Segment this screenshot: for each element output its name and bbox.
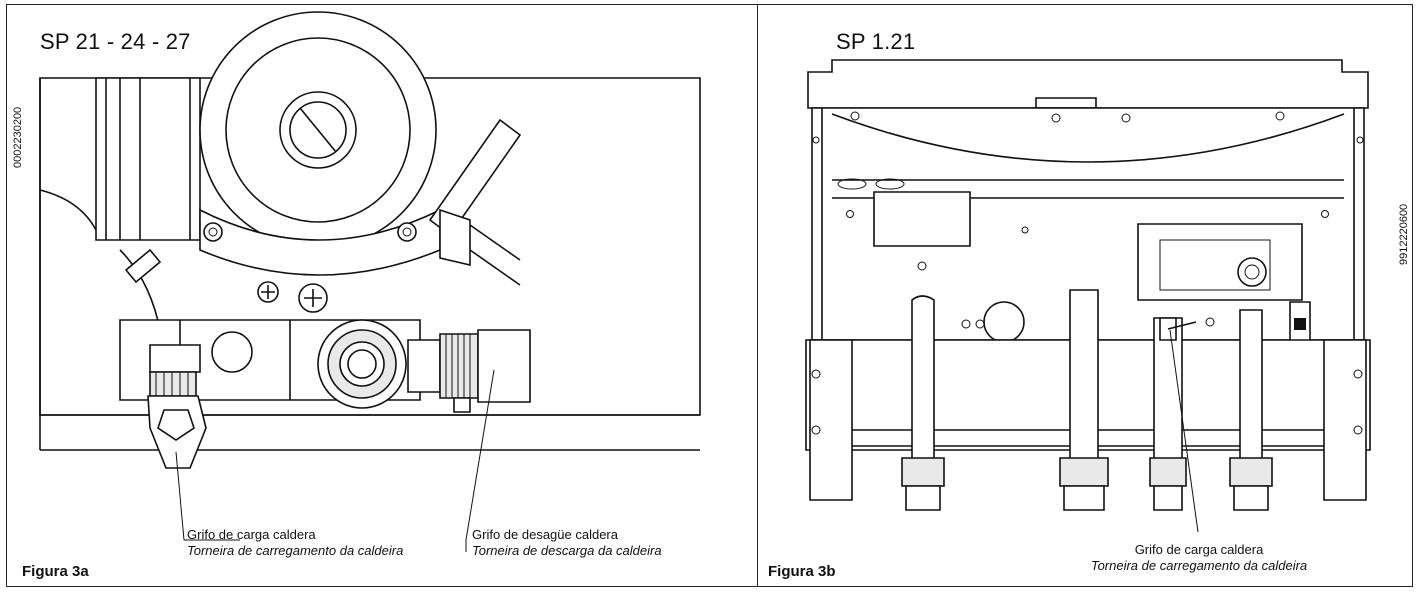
- panel-a-figure-label: Figura 3a: [22, 563, 89, 580]
- panel-a-title: SP 21 - 24 - 27: [40, 29, 191, 54]
- panel-divider: [757, 4, 758, 587]
- panel-a-fill-tap-caption: Grifo de carga caldera Torneira de carre…: [187, 527, 403, 559]
- panel-a-fill-tap-caption-pt: Torneira de carregamento da caldeira: [187, 543, 404, 558]
- panel-b-fill-tap-caption-es: Grifo de carga caldera: [1134, 542, 1264, 557]
- panel-a-drain-tap-caption: Grifo de desagüe caldera Torneira de des…: [472, 527, 662, 559]
- panel-b-fill-tap-caption-pt: Torneira de carregamento da caldeira: [1090, 558, 1308, 573]
- panel-b-title: SP 1.21: [836, 29, 916, 54]
- panel-a-fill-tap-caption-es: Grifo de carga caldera: [187, 527, 316, 542]
- panel-a-drain-tap-caption-es: Grifo de desagüe caldera: [472, 527, 618, 542]
- panel-a-drain-tap-caption-pt: Torneira de descarga da caldeira: [472, 543, 662, 558]
- figure-frame: [6, 4, 1413, 587]
- panel-b-fill-tap-caption: Grifo de carga caldera Torneira de carre…: [1068, 542, 1330, 574]
- panel-b-figure-label: Figura 3b: [768, 563, 836, 580]
